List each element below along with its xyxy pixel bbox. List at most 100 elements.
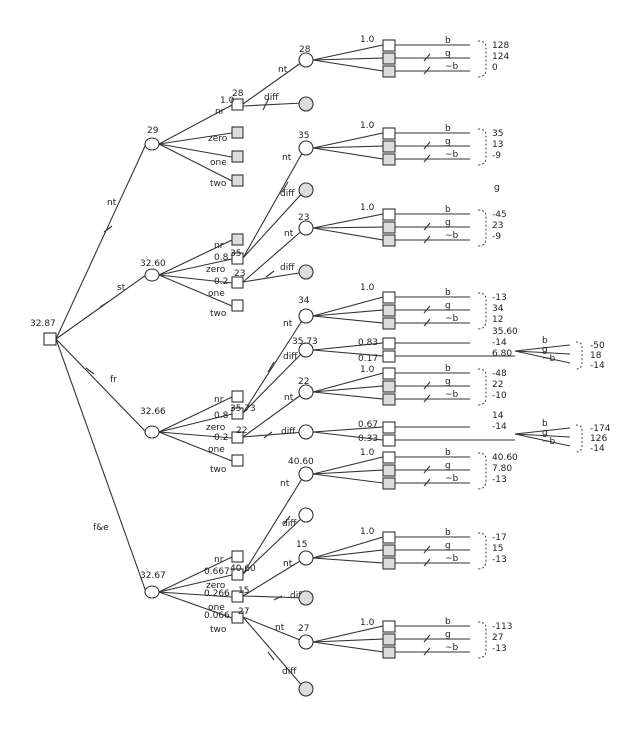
payoff-bracket [575, 341, 583, 370]
fan-line [312, 372, 384, 393]
fan-line [312, 132, 384, 149]
fan-line [312, 557, 384, 564]
outcome-label: g [445, 49, 451, 59]
payoff-value: -13 [492, 475, 507, 485]
fe-opt-nr: nr [214, 555, 224, 565]
nt-opt-nr: nr [215, 107, 225, 117]
outcome-label: g [445, 541, 451, 551]
fr-nt-value-b: 22 [298, 377, 309, 387]
outcome-label: ~b [445, 554, 459, 564]
payoff-value: -13 [492, 293, 507, 303]
fe-prob-b: 0.266 [204, 589, 230, 599]
svg-text:0.67: 0.67 [358, 420, 378, 430]
payoff-bracket [477, 292, 487, 330]
decision-square [382, 620, 396, 633]
level1-nodes: 29 32.60 32.66 32.67 [140, 126, 166, 599]
payoff-value: 27 [492, 633, 503, 643]
nt-diff-label: diff [264, 93, 279, 103]
fe-opt-two: two [210, 625, 227, 635]
svg-text:1.0: 1.0 [360, 283, 375, 293]
nt-opt-two: two [210, 179, 227, 189]
fe-prob-a: 0.667 [204, 567, 230, 577]
tick-mark [423, 394, 431, 403]
payoff-value: 18 [590, 351, 602, 361]
outcome-label: ~b [542, 354, 556, 364]
fe-diff-label-a: diff [282, 519, 297, 529]
fan-line [312, 296, 384, 317]
decision-square [382, 421, 396, 434]
fan-line [312, 147, 384, 160]
outcome-label: ~b [445, 390, 459, 400]
fan-line [312, 342, 384, 351]
payoff-value: 13 [492, 140, 503, 150]
tick-mark [423, 53, 431, 62]
payoff-value: -113 [492, 622, 512, 632]
node-fr-value: 32.66 [140, 407, 166, 417]
fr-prob-b: 0.2 [214, 433, 228, 443]
payoff-value: 126 [590, 434, 607, 444]
fan-line [312, 426, 384, 433]
svg-text:0.83: 0.83 [358, 338, 378, 348]
decision-square [382, 39, 396, 52]
fe-nt-value-b: 15 [296, 540, 307, 550]
outcome-label: g [445, 218, 451, 228]
outcome-label: b [445, 364, 451, 374]
outcome-label: g [445, 137, 451, 147]
fr-nt-label-b: nt [284, 393, 294, 403]
decision-square [382, 304, 396, 317]
outcome-label: g [445, 461, 451, 471]
payoff-value: -14 [590, 444, 605, 454]
fe-two-value: 27 [238, 607, 249, 617]
tick-mark [423, 305, 431, 314]
fan-line [312, 391, 384, 400]
fr-opt-two: two [210, 465, 227, 475]
fan-line [312, 385, 384, 393]
fan-line [312, 431, 384, 441]
outcome-label: b [445, 617, 451, 627]
outcome-label: ~b [445, 231, 459, 241]
payoff-bracket [477, 452, 487, 490]
outcome-label: b [445, 205, 451, 215]
fan-line [312, 227, 384, 241]
fan-line [312, 349, 384, 357]
st-nt-value-a: 35 [298, 131, 309, 141]
tick-mark [423, 478, 431, 487]
decision-square [382, 208, 396, 221]
fan-line [312, 456, 384, 475]
fe-nt-label-c: nt [275, 623, 285, 633]
outcome-label: g [445, 301, 451, 311]
outcome-label: g [542, 345, 548, 355]
decision-square [382, 140, 396, 153]
fr-nt-value-a: 34 [298, 296, 310, 306]
fr-opt-zero: zero [206, 423, 226, 433]
payoff-bracket [477, 532, 487, 570]
decision-square [382, 127, 396, 140]
fr-zero-value: 35.73 [230, 404, 256, 414]
svg-text:1.0: 1.0 [360, 203, 375, 213]
decision-square [382, 367, 396, 380]
payoff-value: -50 [590, 341, 605, 351]
fe-partner-options: nr zero one two 0.667 0.266 0.066 40.60 … [158, 457, 314, 697]
fe-diff-label-c: diff [282, 667, 297, 677]
payoff-value: -9 [492, 151, 501, 161]
outcome-label: b [542, 336, 548, 346]
payoff-value: 6.80 [492, 349, 512, 359]
nt-chance-label: nt [278, 65, 288, 75]
node-st-value: 32.60 [140, 259, 166, 269]
branch-st-label: st [117, 283, 126, 293]
tick-mark [423, 465, 431, 474]
outcome-label: b [445, 124, 451, 134]
outcome-label: b [445, 288, 451, 298]
payoff-bracket [477, 368, 487, 406]
outcome-label: g [445, 630, 451, 640]
decision-square [382, 451, 396, 464]
st-nt-label-b: nt [284, 229, 294, 239]
tick-mark [423, 318, 431, 327]
fe-diff-label-b: diff [290, 591, 305, 601]
root-value: 32.87 [30, 319, 56, 329]
decision-square [382, 234, 396, 247]
nt-chance-value: 28 [299, 45, 311, 55]
payoff-value: 12 [492, 315, 503, 325]
payoff-value: -13 [492, 555, 507, 565]
